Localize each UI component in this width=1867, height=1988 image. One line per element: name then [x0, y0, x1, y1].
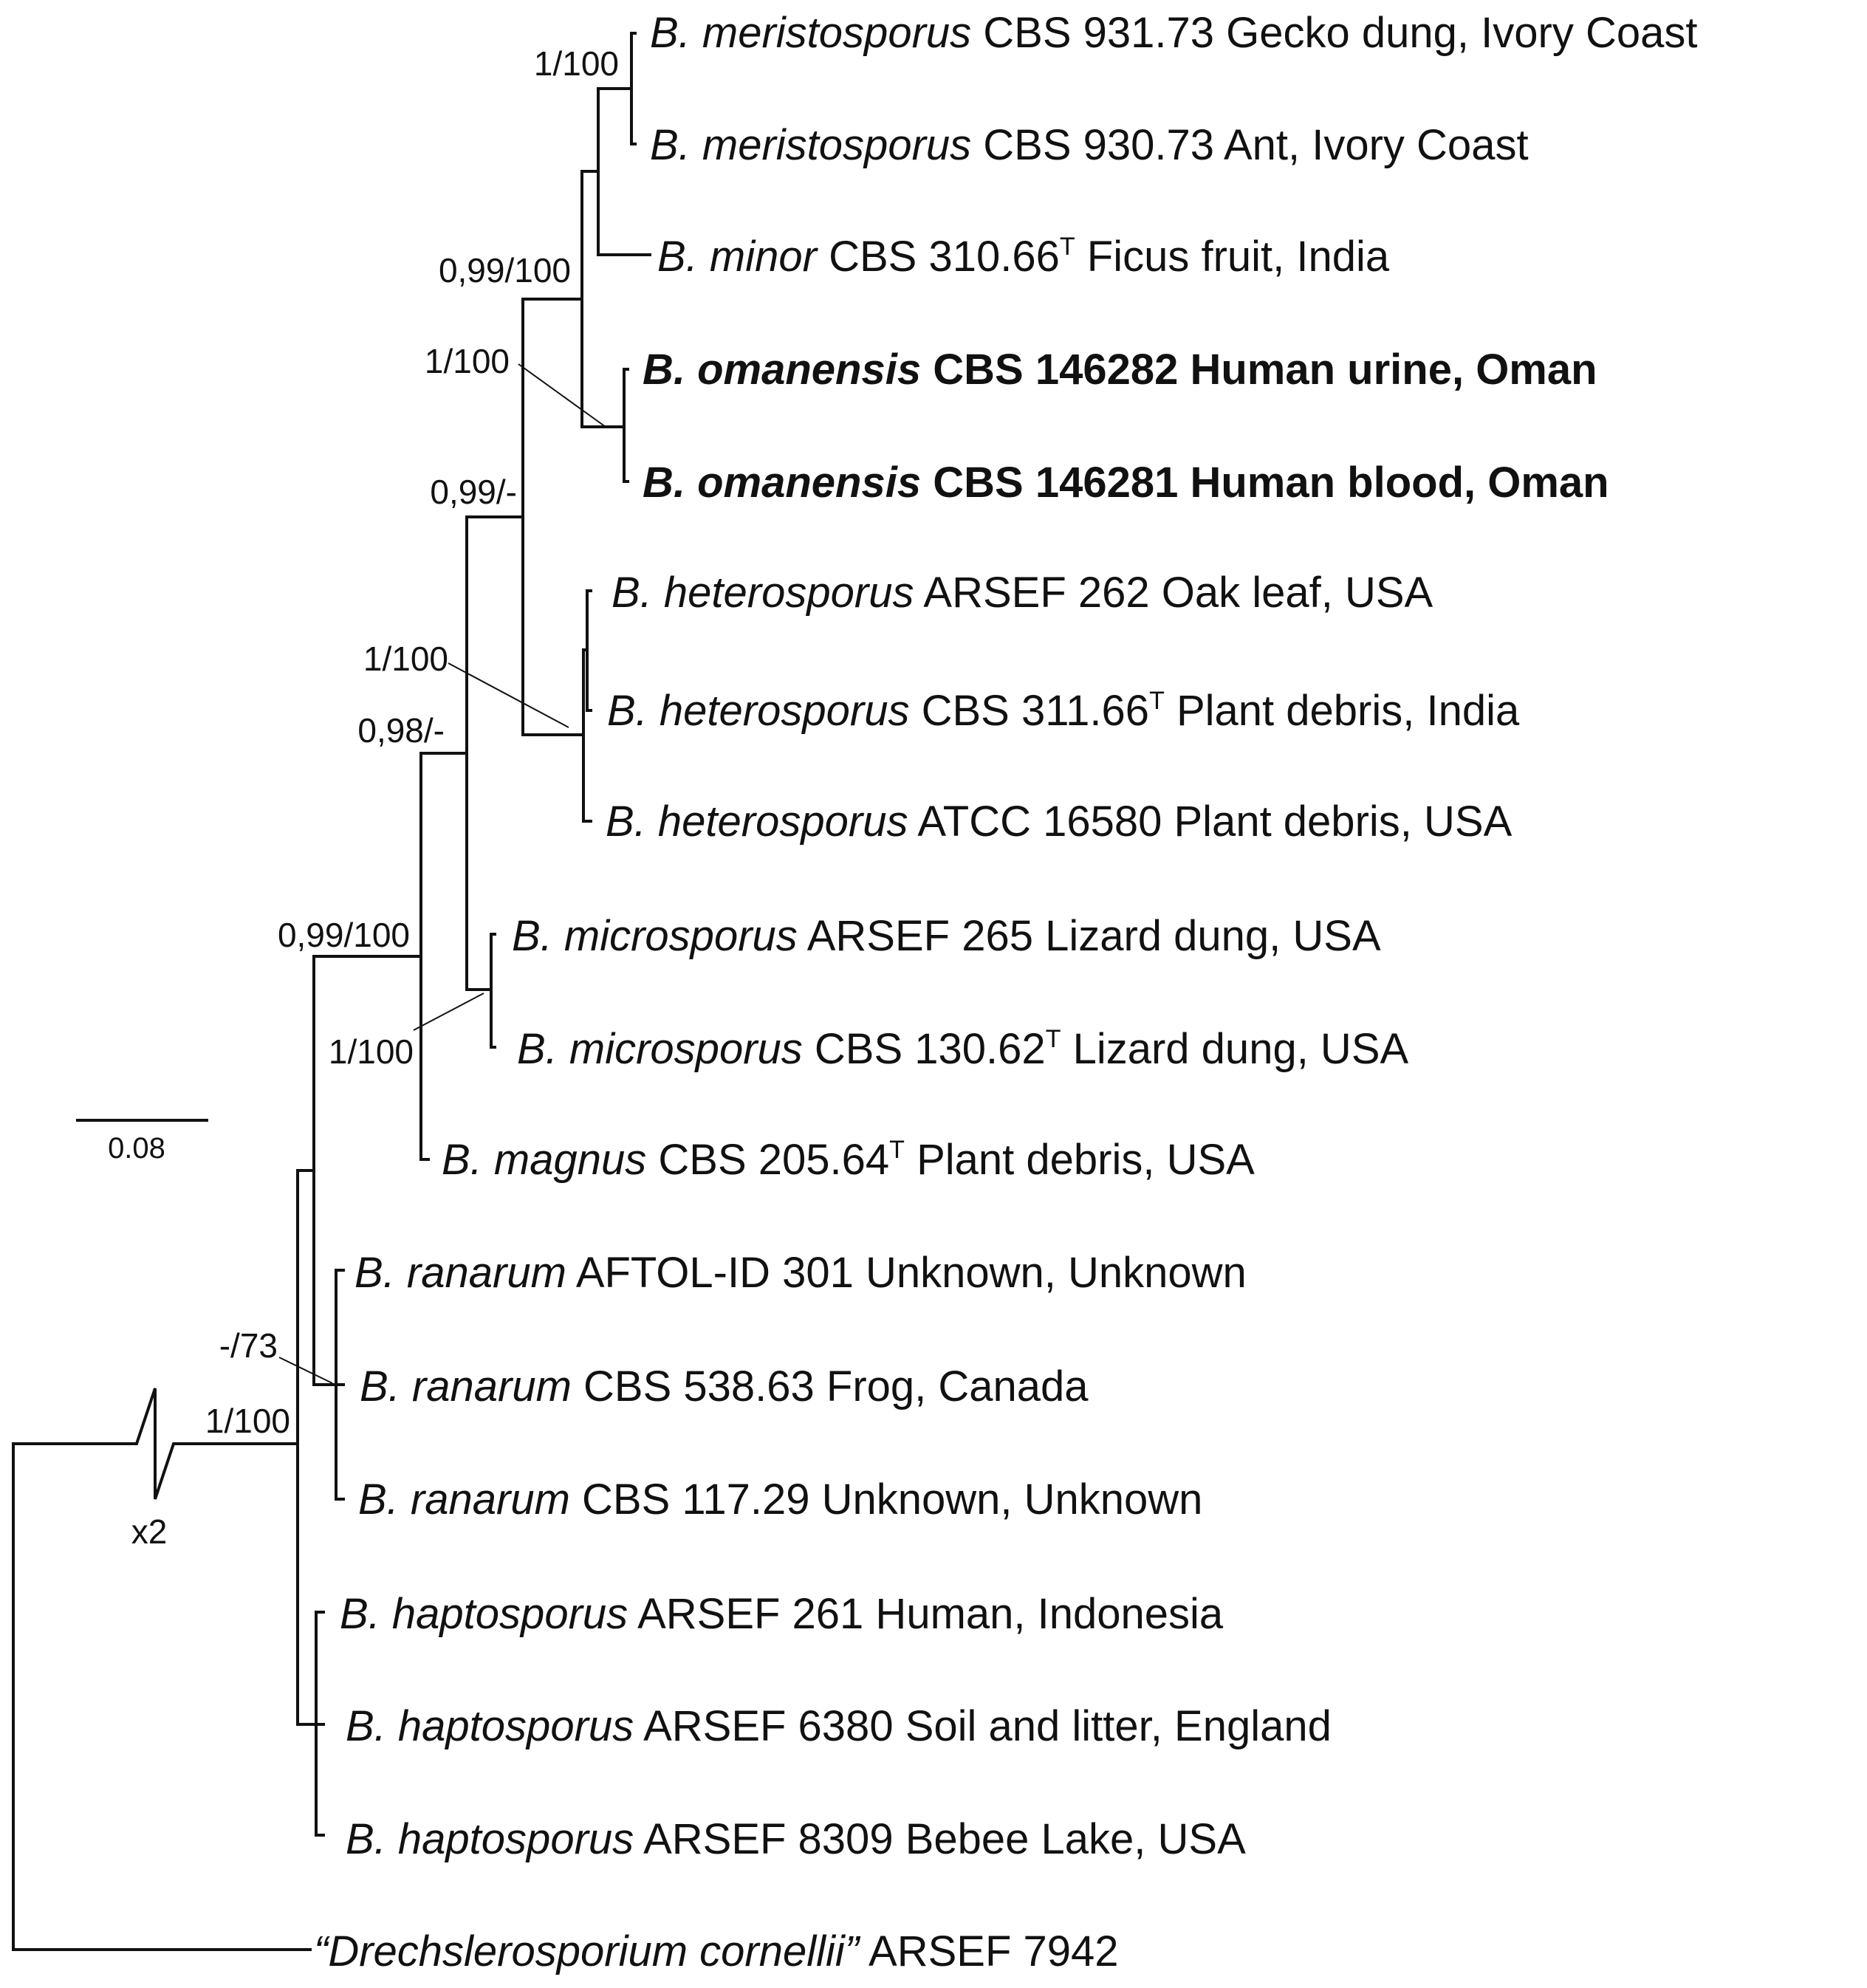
support-microsporus: 1/100: [329, 1032, 414, 1071]
support-ranarum: -/73: [219, 1326, 278, 1365]
taxon-label: B. ranarum CBS 117.29 Unknown, Unknown: [358, 1475, 1202, 1523]
taxon-label: B. microsporus ARSEF 265 Lizard dung, US…: [512, 912, 1381, 960]
branch-meristo-minor-node: [580, 87, 600, 256]
taxon-labels: B. meristosporus CBS 931.73 Gecko dung, …: [314, 9, 1697, 1975]
taxon-label: B. haptosporus ARSEF 261 Human, Indonesi…: [340, 1590, 1224, 1638]
leader-microsporus-support: [413, 993, 484, 1031]
support-meristo-minor-omanensis: 0,99/100: [439, 251, 571, 289]
tree-branches: [12, 32, 651, 1951]
support-omanensis: 1/100: [425, 342, 510, 380]
branch-break-label: x2: [131, 1512, 168, 1551]
support-heterosporus: 1/100: [363, 640, 448, 678]
branch-core-node: [419, 515, 468, 991]
taxon-label: B. minor CBS 310.66T Ficus fruit, India: [657, 233, 1390, 281]
branch-heterosporus-clade: [578, 648, 592, 823]
taxon-label: B. magnus CBS 205.64T Plant debris, USA: [442, 1136, 1255, 1184]
taxon-label-bold: B. omanensis CBS 146282 Human urine, Oma…: [643, 346, 1597, 394]
branch-ranarum-node: [296, 955, 315, 1386]
taxon-label: B. ranarum AFTOL-ID 301 Unknown, Unknown: [354, 1249, 1247, 1297]
taxon-label: B. ranarum CBS 538.63 Frog, Canada: [360, 1363, 1089, 1411]
support-magnus-node: 0,99/100: [278, 916, 410, 954]
leader-heterosporus-support: [448, 662, 569, 728]
leader-omanensis-support: [518, 363, 606, 428]
taxon-label-bold: B. omanensis CBS 146281 Human blood, Oma…: [643, 459, 1609, 507]
branch-upper-clade-node: [521, 170, 583, 428]
support-meristosporus: 1/100: [534, 44, 619, 83]
taxon-label: B. heterosporus CBS 311.66T Plant debris…: [607, 687, 1520, 735]
support-core-clade: 0,98/-: [357, 711, 445, 750]
taxon-label: B. meristosporus CBS 930.73 Ant, Ivory C…: [650, 121, 1529, 169]
branch-root-node: [12, 1442, 312, 1951]
branch-omanensis-heterosporus-node: [465, 298, 524, 736]
taxon-label-outgroup: “Drechslerosporium cornellii” ARSEF 7942: [314, 1927, 1119, 1975]
support-basidiobolus-crown: 1/100: [205, 1402, 290, 1440]
taxon-label: B. haptosporus ARSEF 8309 Bebee Lake, US…: [346, 1815, 1246, 1863]
taxon-label: B. microsporus CBS 130.62T Lizard dung, …: [517, 1025, 1409, 1073]
branch-magnus-node: [312, 752, 422, 1161]
support-values: 1/100 0,99/100 1/100 0,99/- 1/100 0,98/-…: [205, 44, 619, 1440]
taxon-label: B. heterosporus ATCC 16580 Plant debris,…: [606, 798, 1513, 846]
taxon-label: B. heterosporus ARSEF 262 Oak leaf, USA: [612, 569, 1433, 617]
taxon-label: B. haptosporus ARSEF 6380 Soil and litte…: [346, 1702, 1332, 1750]
scale-bar: 0.08: [76, 1119, 208, 1165]
leader-ranarum-support: [278, 1357, 333, 1384]
taxon-label: B. meristosporus CBS 931.73 Gecko dung, …: [650, 9, 1697, 57]
support-leaders: [278, 363, 606, 1384]
scale-bar-label: 0.08: [108, 1132, 165, 1165]
support-omanensis-heterosporus: 0,99/-: [430, 473, 517, 511]
branch-root-to-crown-broken: [12, 1388, 299, 1500]
